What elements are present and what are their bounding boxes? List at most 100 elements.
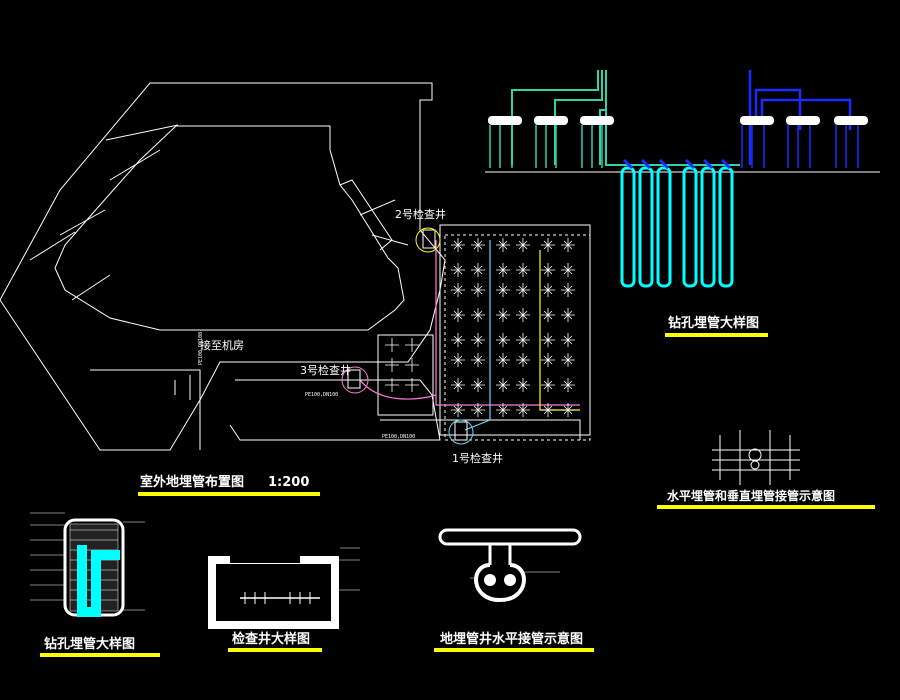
borehole-cross-mark <box>496 353 510 367</box>
borehole-cross-mark <box>471 263 485 277</box>
borehole-cross-mark <box>541 263 555 277</box>
borehole-cross-mark <box>405 338 419 352</box>
borehole-cross-mark <box>516 403 530 417</box>
borehole-u-pipe <box>700 166 716 288</box>
borehole-u-pipe <box>638 166 654 288</box>
well-leaders <box>338 547 360 591</box>
borehole-cross-mark <box>451 238 465 252</box>
well-3-marker <box>347 369 361 389</box>
borehole-cross-mark <box>385 358 399 372</box>
manifold-stubs <box>489 125 859 168</box>
inspection-wells <box>341 227 474 445</box>
blue-riser-2 <box>754 88 802 130</box>
borehole-cross-mark <box>561 403 575 417</box>
borehole-cross-mark <box>561 353 575 367</box>
well-1-highlight <box>448 419 474 445</box>
borehole-section-underline <box>40 653 160 657</box>
borehole-cross-mark <box>516 333 530 347</box>
inspection-well-underline <box>228 648 322 652</box>
borehole-connector <box>622 158 634 170</box>
borehole-cross-mark <box>496 308 510 322</box>
hv-title-underline <box>657 505 875 509</box>
borehole-cross-mark <box>541 283 555 297</box>
well-2-label: 2号检查井 <box>395 207 446 221</box>
borehole-u-pipe <box>718 166 734 288</box>
borehole-cross-mark <box>451 283 465 297</box>
borehole-connector <box>720 158 732 170</box>
manifold-connection-title: 地埋管井水平接管示意图 <box>440 631 583 647</box>
borehole-detail-title: 钻孔埋管大样图 <box>668 315 759 331</box>
borehole-cross-mark <box>541 378 555 392</box>
borefield-inner <box>444 234 591 441</box>
teal-header <box>605 110 740 166</box>
borehole-cross-mark <box>471 333 485 347</box>
borehole-cross-mark <box>385 338 399 352</box>
blue-manifold-system <box>748 70 852 165</box>
site-plan-title: 室外地埋管布置图 <box>140 474 244 490</box>
borehole-detail-title-underline <box>665 333 768 337</box>
borehole-cross-mark <box>541 403 555 417</box>
borehole-cross-mark <box>516 308 530 322</box>
borehole-cross-mark <box>541 333 555 347</box>
borehole-cross-mark <box>496 263 510 277</box>
hv-verticals <box>719 430 791 485</box>
borehole-connector <box>702 158 714 170</box>
building-outline <box>0 82 446 451</box>
borehole-cross-mark <box>405 358 419 372</box>
borehole-cross-mark <box>516 238 530 252</box>
borehole-grid <box>385 238 575 417</box>
borehole-cross-mark <box>561 283 575 297</box>
borehole-pipes <box>620 158 734 288</box>
borehole-cross-mark <box>496 378 510 392</box>
borehole-cross-mark <box>471 308 485 322</box>
borehole-cross-mark <box>516 263 530 277</box>
manifold-u-bend <box>474 563 526 603</box>
borehole-cross-mark <box>496 283 510 297</box>
hv-connection-title: 水平埋管和垂直埋管接管示意图 <box>667 488 835 503</box>
well-1-marker <box>454 421 468 441</box>
borehole-cross-mark <box>496 333 510 347</box>
well-2-marker <box>422 229 436 249</box>
well-2-highlight <box>415 227 441 253</box>
borehole-cross-mark <box>561 263 575 277</box>
site-marks <box>174 375 191 400</box>
borehole-section-title: 钻孔埋管大样图 <box>44 636 135 652</box>
inspection-well-detail: 检查井大样图 <box>208 547 360 652</box>
borehole-cross-mark <box>516 283 530 297</box>
borehole-cross-mark <box>496 403 510 417</box>
site-road-south <box>380 419 581 440</box>
equip-zone-west <box>377 334 434 416</box>
east-wing-details <box>339 179 409 251</box>
borehole-cross-mark <box>541 353 555 367</box>
site-plan-labels: 2号检查井 3号检查井 1号检查井 接至机房 PE100,DN100 PE100… <box>138 207 503 496</box>
well-3-highlight <box>341 366 369 394</box>
borehole-cross-mark <box>496 238 510 252</box>
borehole-cross-mark <box>561 238 575 252</box>
cyan-main-pipe <box>464 240 491 431</box>
section-u-pipe <box>77 545 120 617</box>
magenta-main-pipe <box>435 240 580 406</box>
hv-pipes <box>712 449 800 471</box>
teal-riser-2 <box>554 70 603 165</box>
borehole-cross-mark <box>516 378 530 392</box>
borehole-cross-mark <box>516 353 530 367</box>
well-valves <box>244 592 311 604</box>
site-plan-scale: 1:200 <box>268 475 309 490</box>
borehole-cross-mark <box>471 378 485 392</box>
machine-room-label: 接至机房 <box>200 338 244 352</box>
hv-connection-diagram <box>712 430 800 485</box>
well-3-label: 3号检查井 <box>300 363 351 377</box>
manifold-joint-right <box>504 574 516 586</box>
borehole-cross-mark <box>541 308 555 322</box>
manifold-joint-left <box>484 574 496 586</box>
section-leader-lines <box>30 512 145 611</box>
hv-junction-2 <box>750 460 760 470</box>
pipe-spec-b: PE100,DN100 <box>382 434 415 440</box>
borehole-cross-mark <box>561 378 575 392</box>
manifold-connection-detail: 地埋管井水平接管示意图 <box>434 528 594 652</box>
borehole-cross-mark <box>451 333 465 347</box>
borehole-detail: 钻孔埋管大样图 <box>485 70 880 337</box>
borehole-connector <box>684 158 696 170</box>
